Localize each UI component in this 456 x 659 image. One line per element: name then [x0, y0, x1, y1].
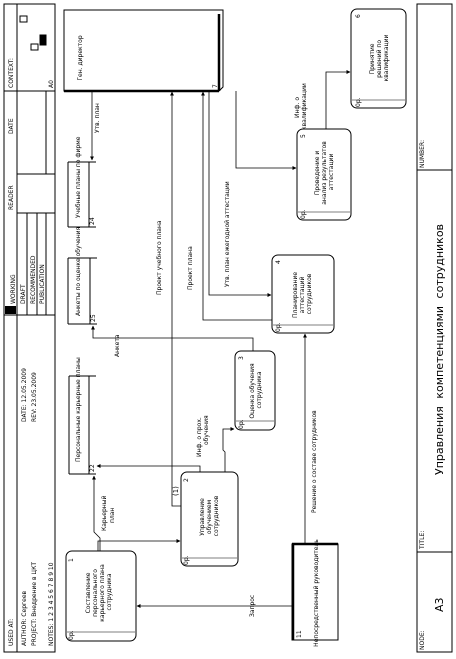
status-draft: DRAFT: [20, 284, 27, 304]
header-text: USED AT: AUTHOR: Сергеев PROJECT: Внедре…: [8, 58, 55, 646]
flow-karerny-plan[interactable]: [92, 475, 101, 551]
reader-label: READER: [8, 185, 15, 210]
status-recommended: RECOMMENDED: [30, 255, 37, 304]
flow-f2-store22[interactable]: [96, 464, 201, 472]
page-id: A0: [48, 80, 55, 88]
function-box-2[interactable]: 2 0р. Управление обучением сотрудников: [180, 471, 239, 567]
label-zapros: Запрос: [249, 595, 256, 617]
function-3-num: 3: [238, 356, 245, 360]
title-label: TITLE:: [419, 531, 426, 550]
context-label: CONTEXT:: [8, 58, 15, 88]
flow-proekt-plana[interactable]: [201, 91, 272, 321]
function-box-6[interactable]: 6 0р. Принятие решений по квалификации: [350, 8, 407, 109]
author-field: AUTHOR: Сергеев: [21, 590, 28, 646]
flow-utv-plan-att[interactable]: [208, 91, 272, 297]
store-24-num: 24: [89, 217, 96, 225]
header-frame: [3, 3, 56, 653]
node-value: A3: [433, 597, 446, 612]
function-box-5[interactable]: 5 0р. Проведение и анализ результатов ат…: [296, 128, 352, 221]
status-working: WORKING: [10, 274, 17, 304]
label-proekt-uchebnogo: Проект учебного плана: [156, 220, 163, 295]
flow-f1-f2[interactable]: [97, 539, 181, 551]
function-2-label: Управление обучением сотрудников: [199, 495, 220, 536]
function-2-cost: 0р.: [183, 555, 190, 565]
number-label: NUMBER:: [419, 140, 426, 168]
flow-inf-kval[interactable]: [325, 70, 351, 129]
date-field: DATE: 12.05.2009: [21, 368, 28, 422]
notes-field: NOTES: 1 2 3 4 5 6 7 8 9 10: [48, 562, 55, 646]
rev-field: REV: 23.05.2009: [31, 372, 38, 422]
external-entity-gen-director[interactable]: Ген. директор 7: [63, 9, 224, 93]
used-at-label: USED AT:: [8, 619, 15, 646]
function-box-4[interactable]: 4 0р. Планирование аттестаций сотруднико…: [271, 254, 335, 334]
label-utv-plan: Утв. план: [94, 103, 101, 133]
function-3-cost: 0р.: [238, 419, 245, 429]
flow-labels: Запрос Карьерный план Инф. о прох. обуче…: [94, 83, 318, 617]
flow-proekt-uchebnogo[interactable]: [170, 91, 181, 507]
function-box-1[interactable]: 1 0р. Составление персонального карьерно…: [65, 550, 137, 642]
flow-arrows: [90, 70, 351, 608]
function-5-cost: 0р.: [300, 209, 307, 219]
project-field: PROJECT: Внедрение в ЦКТ: [31, 562, 38, 646]
store-24-label: Учебные планы по фирме: [75, 136, 82, 218]
function-1-label: Составление персонального карьерного пла…: [85, 562, 113, 621]
flow-f4-f5[interactable]: [235, 91, 297, 170]
function-2-num: 2: [183, 478, 190, 482]
label-proekt-plana: Проект плана: [187, 246, 194, 290]
gen-director-label: Ген. директор: [77, 35, 84, 80]
footer-frame: [416, 3, 453, 653]
data-store-training-plans[interactable]: 24 Учебные планы по фирме: [67, 136, 96, 228]
reader-date-label: DATE: [8, 118, 15, 134]
gen-director-num: 7: [212, 84, 219, 88]
footer-text: NODE: A3 TITLE: Управления компетенциями…: [419, 140, 446, 650]
function-4-num: 4: [275, 260, 282, 264]
status-publication: PUBLICATION: [39, 264, 46, 304]
function-4-cost: 0р.: [275, 322, 282, 332]
direct-manager-label: Непосредственный руководитель: [313, 539, 320, 647]
diagram-title: Управления компетенциями сотрудников: [433, 224, 446, 475]
function-1-num: 1: [68, 558, 75, 562]
function-box-3[interactable]: 3 0р. Оценка обучения сотрудника: [234, 350, 276, 431]
store-25-label: Анкеты по оценке обучения: [75, 226, 82, 316]
working-status-marker: [5, 306, 16, 314]
store-25-num: 25: [90, 314, 97, 322]
function-5-label: Проведение и анализ результатов аттестац…: [314, 139, 335, 205]
direct-manager-num: 11: [296, 630, 303, 638]
function-1-cost: 0р.: [68, 630, 75, 640]
store-22-label: Персональные карьерные планы: [75, 357, 82, 462]
label-karerny-plan: Карьерный план: [101, 494, 116, 531]
context-thumbnails: [19, 15, 47, 51]
flow-inf-o-prokh[interactable]: [222, 427, 235, 472]
function-4-label: Планирование аттестаций сотрудников: [292, 270, 313, 318]
label-reshenie: Решение о составе сотрудников: [311, 410, 318, 513]
label-utv-plan-att: Утв. план ежегодной аттестации: [224, 181, 231, 287]
label-anketa: Анкета: [114, 334, 121, 357]
store-22-num: 22: [89, 464, 96, 472]
function-6-label: Принятие решений по квалификации: [369, 35, 390, 82]
data-store-questionnaires[interactable]: 25 Анкеты по оценке обучения: [67, 226, 97, 325]
flow-anketa[interactable]: [91, 325, 254, 351]
label-inf-kval: Инф. о квалификации: [294, 83, 308, 130]
label-inf-o-prokh: Инф. о прох. обучения: [196, 415, 210, 457]
function-3-label: Оценка обучения сотрудника: [249, 361, 263, 418]
node-label: NODE:: [419, 630, 426, 650]
function-6-num: 6: [355, 14, 362, 18]
tunnel-marker: (1): [172, 486, 180, 496]
function-6-cost: 0р.: [355, 97, 362, 107]
external-entity-direct-manager[interactable]: Непосредственный руководитель 11: [291, 539, 339, 647]
data-store-career-plans[interactable]: 22 Персональные карьерные планы: [68, 357, 96, 475]
function-5-num: 5: [300, 134, 307, 138]
